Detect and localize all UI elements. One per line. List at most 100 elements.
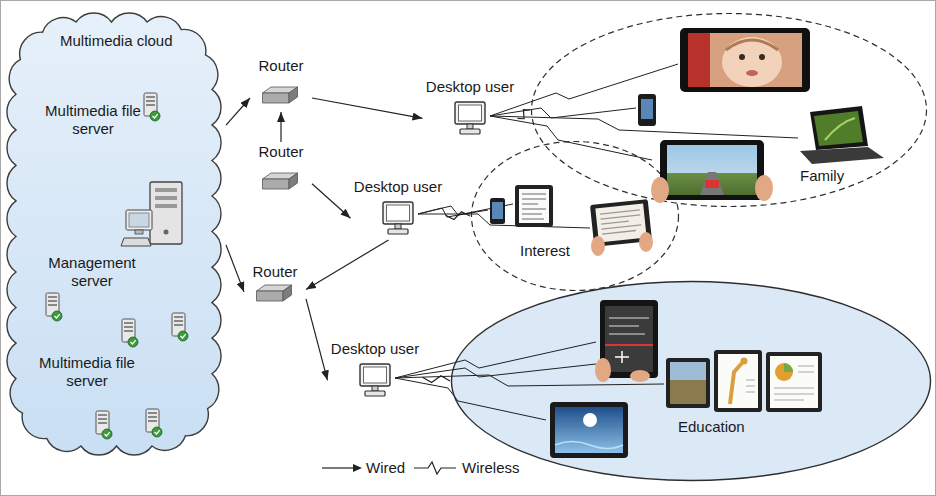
router-node: Router: [250, 142, 312, 200]
server-label-box: Multimedia file server: [38, 354, 136, 390]
desktop-icon: [360, 364, 390, 396]
node-label: Desktop user: [328, 340, 423, 358]
wired-link: [306, 240, 389, 290]
tablet-hands-icon: [595, 204, 646, 243]
laptop-icon: [800, 147, 884, 164]
wireless-ray: [490, 116, 798, 138]
tablet-hands-icon: [591, 236, 605, 256]
node-label: Family: [800, 167, 844, 185]
group-ellipse: Education: [450, 280, 932, 482]
node-label: Desktop user: [351, 178, 446, 196]
laptop-icon: [825, 118, 855, 140]
legend-sample-wired: [322, 467, 354, 468]
legend-entry: Wireless: [462, 459, 520, 477]
wireless-link: [518, 110, 531, 119]
wireless-link: [423, 376, 451, 383]
legend-entry: Wired: [366, 459, 405, 477]
router-node: Router: [250, 56, 312, 112]
photo-frame-icon: [739, 54, 745, 60]
node-label: Desktop user: [423, 78, 518, 96]
desktop-user-node: Desktop user: [423, 78, 518, 140]
legend-sample-wireless: [414, 462, 456, 474]
smartphone-icon: [490, 198, 505, 224]
cloud-outline: [2, 8, 226, 460]
legend-sample-wireless: [414, 462, 456, 474]
smartphone-icon: [492, 202, 503, 219]
smartphone-icon: [490, 198, 505, 224]
tablet-game-icon: [705, 180, 719, 188]
wireless-link: [446, 212, 471, 220]
photo-frame-icon: [759, 54, 765, 60]
desktop-user-node: Desktop user: [328, 340, 423, 402]
node-label: Router: [244, 262, 306, 281]
tablet-news-icon: [522, 194, 546, 219]
cloud-region: Multimedia cloudMultimedia file serverMa…: [2, 8, 226, 460]
server-label-box: Management server: [36, 254, 148, 290]
router-icon: [263, 87, 298, 103]
node-label: Multimedia cloud: [60, 32, 173, 50]
smartphone-icon: [638, 94, 656, 126]
desktop-user-node: Desktop user: [351, 178, 446, 240]
tablet-game-icon: [660, 140, 764, 200]
photo-frame-icon: [680, 28, 810, 92]
node-label: Router: [250, 56, 312, 75]
wireless-ray: [490, 64, 678, 116]
ellipse-outline: [530, 12, 928, 208]
node-label: Management server: [36, 254, 148, 290]
node-label: Education: [678, 418, 745, 436]
tablet-news-icon: [519, 189, 549, 223]
laptop-icon: [814, 111, 863, 146]
wired-link: [226, 245, 244, 292]
laptop-icon: [810, 106, 868, 150]
node-label: Interest: [520, 242, 570, 260]
photo-frame-icon: [688, 33, 710, 87]
ellipse-outline: [532, 14, 927, 207]
wired-link: [306, 299, 328, 381]
wired-link: [226, 98, 250, 125]
tablet-game-icon: [755, 175, 773, 201]
desktop-icon: [455, 102, 485, 134]
wireless-ray: [490, 116, 652, 160]
node-label: Router: [250, 142, 312, 161]
tablet-news-icon: [515, 185, 553, 227]
router-icon: [263, 173, 298, 189]
tablet-game-icon: [667, 145, 757, 195]
ellipse-outline: [472, 142, 679, 291]
router-node: Router: [244, 262, 306, 308]
tablet-game-icon: [700, 172, 724, 195]
tablet-news-icon: [515, 185, 553, 227]
ellipse-outline: [450, 280, 932, 482]
wireless-ray: [418, 204, 513, 215]
cloud-outline: [7, 13, 221, 455]
node-label: Multimedia file server: [38, 354, 136, 390]
node-label: Multimedia file server: [44, 102, 142, 138]
smartphone-icon: [638, 94, 656, 126]
legend-sample-wired: [322, 464, 362, 472]
photo-frame-icon: [680, 28, 810, 92]
tablet-hands-icon: [600, 210, 642, 234]
wireless-ray: [490, 108, 636, 118]
photo-frame-icon: [722, 37, 782, 87]
tablet-hands-icon: [590, 199, 653, 256]
wireless-ray: [418, 208, 488, 217]
wireless-ray: [418, 214, 590, 228]
smartphone-icon: [641, 99, 653, 119]
wired-link: [312, 98, 423, 118]
photo-frame-icon: [726, 40, 778, 50]
legend-label: Wired: [366, 459, 405, 477]
wired-link: [280, 112, 281, 142]
tablet-game-icon: [651, 140, 773, 203]
wired-link: [312, 184, 351, 219]
group-ellipse: Interest: [470, 140, 680, 292]
legend-sample-wired: [353, 464, 362, 472]
ellipse-outline: [452, 282, 931, 481]
laptop-icon: [800, 106, 884, 164]
desktop-icon: [383, 202, 413, 234]
photo-frame-icon: [688, 33, 802, 87]
tablet-hands-icon: [590, 199, 652, 247]
router-icon: [257, 285, 292, 301]
